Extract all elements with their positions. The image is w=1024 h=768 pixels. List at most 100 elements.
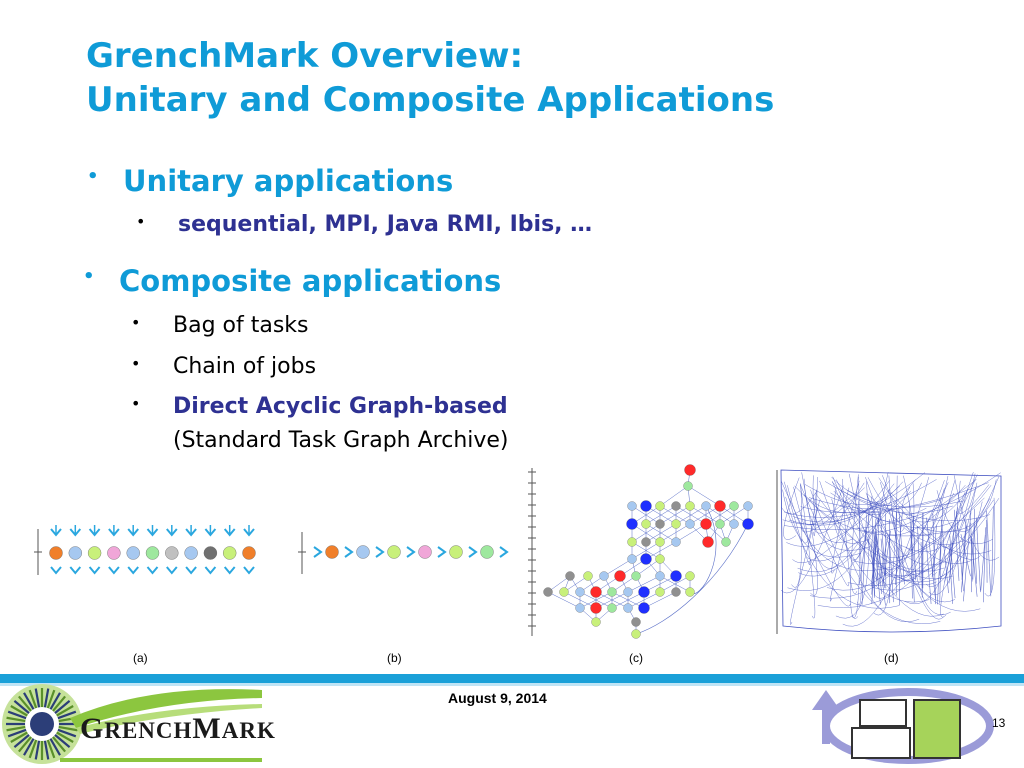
task-arrow-out — [69, 566, 82, 575]
dense-edge — [908, 501, 951, 615]
logo-ray — [53, 705, 74, 718]
dense-edge — [928, 482, 978, 596]
dense-edge — [973, 522, 977, 584]
dag-node — [575, 603, 585, 613]
dense-edge — [910, 522, 915, 603]
logo-ray — [48, 735, 61, 756]
dense-edge — [835, 481, 870, 619]
dag-node — [640, 500, 652, 512]
logo-ray — [43, 688, 50, 711]
dag-node — [700, 518, 712, 530]
dense-edge — [948, 527, 955, 584]
chain-arrow — [437, 546, 447, 558]
figure-d-dense-dag — [776, 469, 1002, 634]
dense-edge — [937, 506, 944, 605]
dense-edge — [783, 479, 937, 518]
dense-edge — [842, 478, 858, 594]
dense-edge — [859, 530, 868, 584]
dag-edge — [645, 505, 677, 525]
dag-node — [607, 603, 617, 613]
task-arrow-out — [185, 566, 197, 575]
dense-edge — [932, 513, 937, 605]
dense-edge — [870, 540, 877, 587]
dense-edge — [984, 497, 996, 597]
dag-edge — [603, 558, 633, 577]
logo-ray — [18, 734, 34, 753]
dag-edge — [627, 591, 661, 609]
title-line-1: GrenchMark Overview: — [86, 36, 524, 76]
dag-node — [671, 519, 681, 529]
job-node — [418, 545, 432, 559]
dense-edge — [920, 542, 923, 592]
dense-edge — [986, 510, 992, 597]
logo-ray — [23, 692, 36, 713]
dense-edge — [829, 480, 860, 602]
task-arrow-out — [223, 566, 236, 575]
dag-node — [565, 571, 575, 581]
logo-ray — [52, 732, 71, 748]
logo-ray — [10, 705, 31, 718]
task-node — [107, 546, 121, 560]
dense-edge — [917, 526, 921, 581]
dag-node — [742, 518, 754, 530]
dense-edge — [782, 489, 861, 558]
dense-edge — [788, 483, 895, 526]
dense-edge — [819, 480, 930, 603]
dag-node — [641, 519, 651, 529]
dag-node — [655, 537, 665, 547]
dense-edge — [786, 481, 904, 547]
logo-ray — [34, 688, 41, 711]
dense-edge — [851, 476, 860, 618]
dag-node — [729, 501, 739, 511]
dense-edge — [792, 480, 890, 564]
dag-node — [671, 537, 681, 547]
dense-edge — [926, 543, 932, 604]
dag-node — [607, 587, 617, 597]
dag-edge — [631, 523, 661, 543]
page-number: 13 — [992, 716, 1006, 730]
caption-a: (a) — [133, 651, 148, 665]
task-arrow-out — [108, 566, 120, 575]
dag-node — [655, 587, 665, 597]
dense-edge — [876, 537, 886, 589]
dag-edge — [595, 591, 629, 609]
dense-edge — [961, 525, 967, 593]
task-node — [87, 546, 102, 560]
dag-node — [631, 629, 641, 639]
title-line-2: Unitary and Composite Applications — [86, 80, 775, 120]
dense-edge — [800, 482, 989, 514]
job-node — [480, 545, 494, 559]
dense-edge — [831, 481, 944, 617]
dense-edge — [872, 486, 977, 591]
dag-node — [685, 587, 695, 597]
logo-ray — [23, 735, 36, 756]
dense-edge — [861, 514, 867, 605]
logo-ray — [28, 689, 39, 712]
logo-ray — [55, 725, 78, 732]
dag-node — [623, 587, 633, 597]
dense-edge — [857, 501, 862, 605]
dag-edge — [627, 575, 661, 593]
logo-ray — [45, 736, 56, 759]
dense-edge — [912, 516, 916, 581]
dag-edge — [689, 505, 721, 525]
dag-node — [684, 464, 696, 476]
dag-edge — [645, 541, 677, 560]
dag-node — [638, 586, 650, 598]
dense-edge — [783, 481, 811, 566]
caption-d: (d) — [884, 651, 899, 665]
chain-arrow — [406, 546, 416, 558]
chain-arrow — [344, 546, 354, 558]
dense-edge — [871, 510, 876, 596]
logo-wordmark: GRENCHMARK — [80, 712, 276, 745]
dag-edge — [687, 485, 721, 507]
dag-node — [715, 519, 725, 529]
dense-edge — [944, 542, 953, 583]
logo-ray — [48, 692, 61, 713]
bullet-composite: • Composite applications — [83, 264, 502, 298]
dense-edge — [849, 496, 873, 561]
dense-edge — [898, 508, 905, 585]
dag-edge — [563, 575, 589, 593]
dag-edge — [611, 575, 637, 593]
logo-ray — [43, 737, 50, 760]
